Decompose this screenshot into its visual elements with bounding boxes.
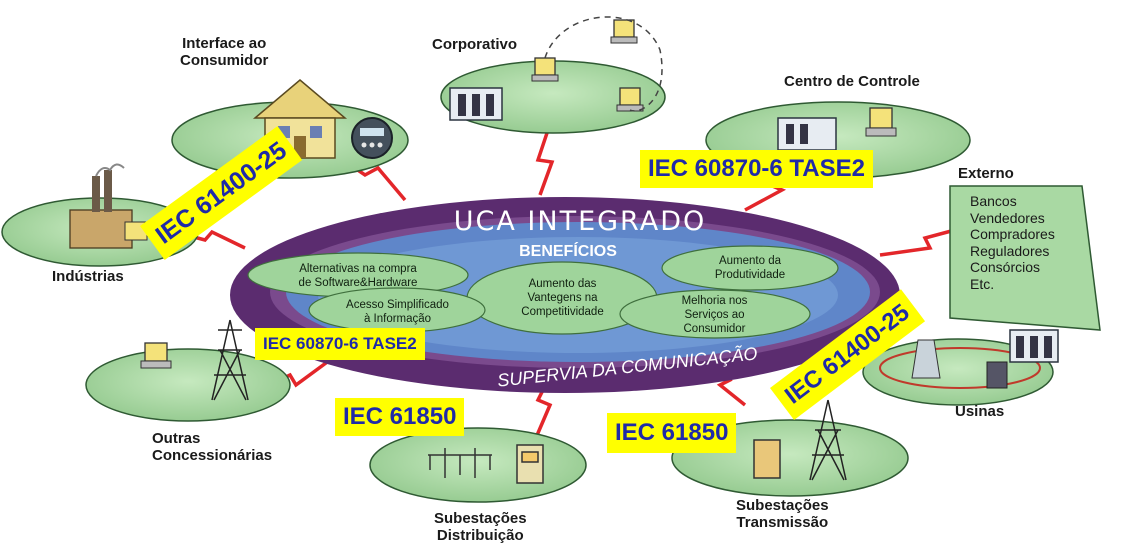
externo-item: Reguladores xyxy=(970,242,1050,259)
label-usinas: Usinas xyxy=(955,403,1005,420)
bubble-melhoria xyxy=(619,289,811,339)
label-subestacoes-transmissao: Subestações Transmissão xyxy=(736,497,829,531)
label-externo: Externo xyxy=(958,165,1014,182)
iec-tase2-left: IEC 60870-6 TASE2 xyxy=(255,328,425,360)
label-subestacoes-distribuicao: Subestações Distribuição xyxy=(434,510,527,544)
iec-tase2-top: IEC 60870-6 TASE2 xyxy=(640,150,873,188)
externo-panel xyxy=(949,185,1101,331)
label-outras-concessionarias: Outras Concessionárias xyxy=(152,430,273,464)
benefit-vantagens: Aumento das Vantegens na Competitividade xyxy=(521,278,604,318)
factory-icon xyxy=(69,163,148,249)
link-externo xyxy=(879,228,956,257)
benefit-acesso: Acesso Simplificado à Informação xyxy=(346,299,449,325)
label-corporativo: Corporativo xyxy=(432,36,518,53)
externo-item: Compradores xyxy=(970,226,1055,242)
externo-item: Vendedores xyxy=(970,209,1045,226)
computer-icon xyxy=(531,16,663,112)
tower-icon-outras xyxy=(211,319,249,401)
computer-icon-outras xyxy=(140,342,172,369)
label-interface: Interface ao Consumidor xyxy=(180,35,269,69)
externo-item: Etc. xyxy=(970,275,995,292)
meter-icon xyxy=(351,117,393,159)
benefit-melhoria: Melhoria nos Serviços ao Consumidor xyxy=(681,295,748,335)
label-industrias: Indústrias xyxy=(52,268,124,285)
ring-subtitle: BENEFÍCIOS xyxy=(519,241,617,260)
iec-61850-right: IEC 61850 xyxy=(607,413,737,453)
link-corporativo xyxy=(535,129,555,196)
externo-item: Bancos xyxy=(970,193,1017,209)
benefit-bubbles xyxy=(247,245,839,339)
externo-item: Consórcios xyxy=(970,259,1041,275)
platform-outras xyxy=(85,348,291,422)
bubble-produtividade xyxy=(661,245,839,291)
control-center-icon xyxy=(777,107,897,151)
iec-61850-left: IEC 61850 xyxy=(335,398,465,436)
benefit-alternativas: Alternativas na compra de Software&Hardw… xyxy=(298,263,418,289)
server-icon xyxy=(449,87,503,121)
label-centro-controle: Centro de Controle xyxy=(784,73,920,90)
benefit-produtividade: Aumento da Produtividade xyxy=(714,255,786,281)
platform-distribuicao xyxy=(369,427,587,503)
power-plant-icon xyxy=(879,329,1059,389)
ring-title: UCA INTEGRADO xyxy=(454,206,706,237)
substation-distribution-icon xyxy=(428,444,544,484)
substation-transmission-icon xyxy=(753,399,847,481)
